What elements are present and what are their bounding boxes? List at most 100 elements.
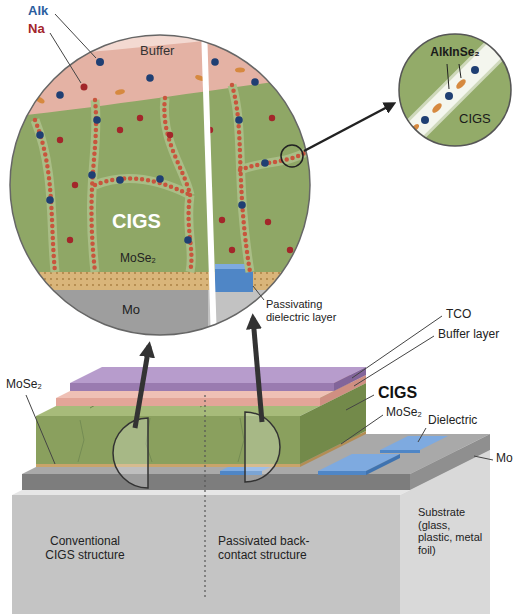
zoom-circle bbox=[229, 247, 235, 253]
dielectric-strip bbox=[380, 450, 420, 453]
zoom-circle bbox=[57, 84, 293, 254]
zoom-arrow bbox=[135, 346, 149, 428]
inset-circle: AlkInSe₂ CIGS bbox=[397, 32, 513, 148]
tco-layer bbox=[70, 367, 366, 383]
inset-label: AlkInSe₂ bbox=[397, 46, 513, 60]
layer-label: MoSe₂ bbox=[386, 406, 422, 420]
inset-label: CIGS bbox=[459, 112, 491, 127]
zoom-circle bbox=[88, 171, 96, 179]
alkali-dot bbox=[421, 116, 429, 124]
lens bbox=[245, 412, 280, 482]
inset-arrow bbox=[304, 104, 393, 151]
zoom-circle bbox=[232, 85, 250, 272]
zoom-circle bbox=[0, 290, 208, 350]
zoom-circle bbox=[0, 0, 338, 350]
zoom-circle bbox=[287, 247, 293, 253]
zoom-circle bbox=[261, 159, 269, 167]
zoom-circle bbox=[116, 176, 124, 184]
dielectric-strip bbox=[380, 436, 448, 450]
zoom-circle bbox=[240, 150, 310, 170]
zoom-circle bbox=[219, 217, 225, 223]
zoom-circle bbox=[35, 120, 55, 272]
layer-label: Mo bbox=[496, 452, 513, 466]
zoom-outline bbox=[10, 35, 310, 335]
leader-line bbox=[418, 428, 426, 442]
zoom-circle bbox=[189, 195, 192, 272]
zoom-circle bbox=[281, 62, 289, 70]
tco-layer bbox=[334, 367, 366, 391]
leader-line bbox=[352, 316, 442, 378]
zoom-circle bbox=[81, 84, 88, 91]
divider-line bbox=[204, 395, 205, 600]
grain-boundary bbox=[397, 32, 513, 148]
zoom-circle bbox=[232, 85, 250, 272]
leader-line bbox=[459, 64, 461, 78]
split-gap bbox=[204, 28, 214, 342]
zoom-circle bbox=[146, 74, 154, 82]
zoom-circle bbox=[156, 175, 164, 183]
layer-label: Dielectric bbox=[428, 414, 477, 428]
zoom-circle bbox=[235, 116, 243, 124]
leader-line bbox=[50, 33, 81, 83]
zoom-circle bbox=[269, 115, 275, 121]
zoom-circle bbox=[265, 219, 271, 225]
buffer-layer bbox=[56, 398, 320, 406]
zoom-circle bbox=[93, 116, 101, 124]
zoom-circle bbox=[95, 178, 190, 195]
zoom-circle bbox=[67, 237, 73, 243]
zoom-circle bbox=[211, 58, 219, 66]
legend-label: Na bbox=[28, 22, 45, 37]
layer-label: Mo bbox=[122, 303, 140, 318]
structure-label: Passivated back-contact structure bbox=[218, 535, 328, 563]
tco-layer bbox=[70, 383, 334, 391]
zoom-circle bbox=[189, 195, 192, 272]
leader-line bbox=[447, 64, 449, 89]
inset-circle bbox=[397, 32, 513, 148]
layer-label: Buffer layer bbox=[438, 328, 499, 342]
inset-circle bbox=[397, 32, 513, 148]
zoom-arrow bbox=[253, 318, 262, 422]
legend-label: Alk bbox=[28, 4, 48, 19]
dielectric-strip bbox=[318, 471, 366, 475]
zoom-circle bbox=[240, 150, 310, 170]
zoom-circle bbox=[46, 196, 54, 204]
layer-label: Buffer bbox=[140, 44, 174, 59]
layer-label: Substrate (glass, plastic, metal foil) bbox=[418, 506, 486, 557]
zoom-circle bbox=[72, 182, 78, 188]
zoom-circle bbox=[35, 85, 310, 272]
leader-line bbox=[26, 395, 55, 464]
zoom-circle bbox=[184, 236, 192, 244]
callout-label: Passivating dielectric layer bbox=[266, 298, 344, 323]
zoom-circle bbox=[137, 115, 143, 121]
zoom-circle bbox=[235, 68, 245, 73]
dielectric-strip bbox=[366, 454, 400, 475]
leader-line bbox=[346, 395, 374, 410]
alkinse2-grain bbox=[455, 78, 468, 91]
alkali-dot bbox=[471, 66, 479, 74]
zoom-circle bbox=[35, 85, 310, 272]
zoom-circle bbox=[35, 120, 55, 272]
detail-marker bbox=[281, 145, 303, 167]
zoom-circle bbox=[167, 132, 173, 138]
layer-label: CIGS bbox=[378, 384, 417, 402]
zoom-circle bbox=[57, 137, 63, 143]
leader-line bbox=[341, 415, 383, 444]
zoom-circle bbox=[164, 98, 190, 195]
zoom-circle bbox=[95, 178, 190, 195]
zoom-circle bbox=[238, 201, 246, 209]
mo-layer bbox=[22, 474, 410, 490]
grain-boundary bbox=[397, 32, 513, 148]
leader-line bbox=[354, 336, 434, 386]
zoom-circle bbox=[251, 78, 259, 86]
layer-label: MoSe₂ bbox=[120, 252, 156, 266]
zoom-circle bbox=[164, 98, 190, 195]
leader-line bbox=[253, 286, 264, 300]
structure-label: Conventional CIGS structure bbox=[35, 535, 135, 563]
zoom-circle bbox=[56, 91, 64, 99]
cigs-layer bbox=[78, 418, 244, 462]
alkinse2-grain bbox=[431, 102, 444, 115]
substrate-layer bbox=[12, 495, 400, 614]
layer-label: MoSe₂ bbox=[6, 378, 42, 392]
tco-layer bbox=[70, 367, 366, 391]
